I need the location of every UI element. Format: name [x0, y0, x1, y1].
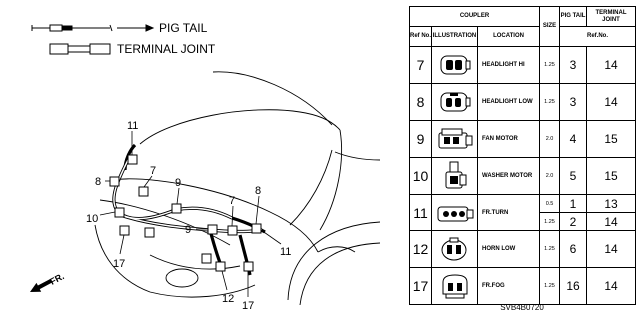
callout-7-left: 7 [150, 165, 156, 177]
callout-11-lower: 11 [280, 246, 291, 258]
table-row: 9 FAN MOTOR 2.0 4 15 [409, 120, 637, 158]
row-size: 2.0 [539, 120, 561, 158]
callout-9-upper: 9 [175, 177, 181, 189]
row-terminal-joint: 14 [586, 267, 637, 305]
coupler-table: COUPLER SIZE PIG TAIL TERMINAL JOINT Ref… [408, 6, 637, 305]
row-size: 2.0 [539, 157, 561, 195]
row-size: 1.25 [539, 267, 561, 305]
coupler-table-wrapper: COUPLER SIZE PIG TAIL TERMINAL JOINT Ref… [408, 6, 637, 305]
washer-motor-coupler-icon [431, 157, 478, 195]
row-terminal-joint-2: 14 [586, 212, 637, 231]
horn-low-coupler-icon [431, 230, 478, 268]
row-location: HORN LOW [476, 230, 541, 268]
callout-8-right: 8 [255, 185, 261, 197]
row-pig-tail: 4 [559, 120, 588, 158]
row-ref: 7 [409, 46, 432, 84]
row-location: HEADLIGHT HI [476, 46, 541, 84]
location-header: LOCATION [476, 26, 541, 47]
callout-11-upper: 11 [127, 120, 138, 132]
row-location: WASHER MOTOR [476, 157, 541, 195]
connector-11-upper [127, 154, 138, 165]
connector-9-upper [171, 203, 182, 214]
connector-9-lower [207, 224, 218, 235]
table-row: 1.25 2 14 [410, 212, 637, 231]
table-row: 17 FR.FOG 1.25 16 14 [409, 267, 637, 305]
row-size: 0.5 [539, 194, 561, 213]
callout-8-left: 8 [95, 176, 101, 188]
row-terminal-joint: 15 [586, 120, 637, 158]
connector-12 [201, 253, 212, 264]
row-terminal-joint: 14 [586, 83, 637, 121]
row-size: 1.25 [539, 83, 561, 121]
pig-tail-header: PIG TAIL [559, 6, 588, 27]
front-direction-label: FR. [48, 271, 65, 287]
harness-connectors [109, 154, 262, 272]
row-size: 1.25 [539, 46, 561, 84]
headlight-low-coupler-icon [431, 83, 478, 121]
row-pig-tail: 5 [559, 157, 588, 195]
row-pig-tail: 6 [559, 230, 588, 268]
row-location: FR.TURN [476, 194, 541, 231]
connector-7-left [138, 186, 149, 197]
table-row: 12 HORN LOW 1.25 6 14 [409, 230, 637, 268]
row-size-2: 1.25 [539, 212, 561, 231]
fr-turn-coupler-icon [431, 194, 478, 231]
callout-10: 10 [86, 213, 98, 225]
illustration-header: ILLUSTRATION [431, 26, 478, 47]
callout-7-right: 7 [229, 195, 235, 207]
ref-no-header: Ref No. [409, 26, 432, 47]
row-terminal-joint: 14 [586, 230, 637, 268]
row-ref: 10 [409, 157, 432, 195]
car-front-outline [94, 71, 381, 306]
connector-horn [215, 261, 226, 272]
callout-17-right: 17 [242, 300, 254, 312]
connector-harness [144, 227, 155, 238]
fan-motor-coupler-icon [431, 120, 478, 158]
connector-7-right [227, 225, 238, 236]
row-pig-tail: 1 [559, 194, 588, 213]
harness-diagram: PIG TAIL TERMINAL JOINT [30, 21, 381, 312]
front-direction-arrow-icon [30, 278, 53, 292]
connector-8-right [251, 223, 262, 234]
connector-17-left [119, 225, 130, 236]
row-size: 1.25 [539, 230, 561, 268]
document-code: SVB4B0720 [500, 303, 544, 312]
terminal-joint-legend-label: TERMINAL JOINT [117, 42, 216, 56]
row-ref: 17 [409, 267, 432, 305]
ref-no-sub-header: Ref.No. [559, 26, 637, 47]
headlight-hi-coupler-icon [431, 46, 478, 84]
connector-10 [114, 207, 125, 218]
connector-17-right [243, 261, 254, 272]
pig-tail-legend-label: PIG TAIL [159, 21, 208, 35]
row-pig-tail: 3 [559, 83, 588, 121]
callout-12: 12 [222, 293, 234, 305]
row-location: FAN MOTOR [476, 120, 541, 158]
terminal-joint-header: TERMINAL JOINT [586, 6, 637, 27]
table-row: 11 FR.TURN 0.5 1 13 [409, 194, 637, 231]
pig-tail-legend-icon [31, 24, 155, 32]
size-header: SIZE [539, 6, 561, 47]
fr-fog-coupler-icon [431, 267, 478, 305]
row-terminal-joint: 14 [586, 46, 637, 84]
table-row: 8 HEADLIGHT LOW 1.25 3 14 [409, 83, 637, 121]
callout-leaders [99, 131, 282, 297]
row-location: HEADLIGHT LOW [476, 83, 541, 121]
row-ref: 8 [409, 83, 432, 121]
coupler-header: COUPLER [408, 6, 541, 27]
row-location: FR.FOG [476, 267, 541, 305]
row-pig-tail: 3 [559, 46, 588, 84]
callout-9-lower: 9 [185, 224, 191, 236]
row-ref: 12 [409, 230, 432, 268]
table-row: 7 HEADLIGHT HI 1.25 3 14 [409, 46, 637, 84]
row-pig-tail: 16 [559, 267, 588, 305]
row-ref: 9 [409, 120, 432, 158]
row-ref: 11 [409, 194, 432, 231]
table-row: 10 WASHER MOTOR 2.0 5 15 [409, 157, 637, 195]
row-terminal-joint: 15 [586, 157, 637, 195]
connector-8-left [109, 176, 120, 187]
row-terminal-joint: 13 [586, 194, 637, 213]
terminal-joint-legend-icon [49, 43, 111, 55]
callout-17-left: 17 [113, 258, 125, 270]
row-pig-tail-2: 2 [559, 212, 588, 231]
